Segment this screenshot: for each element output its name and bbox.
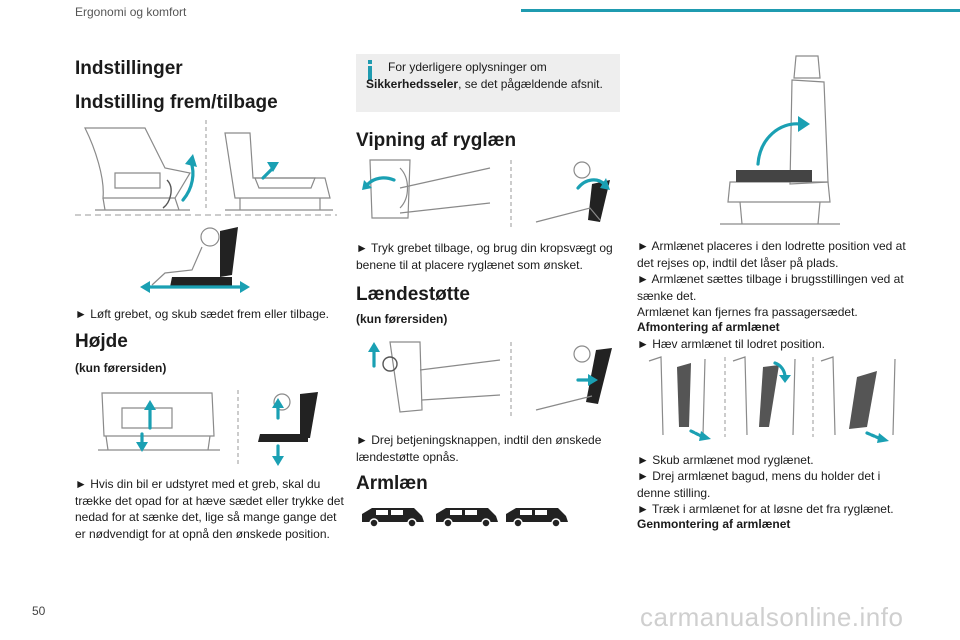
info-suffix: , se det pågældende afsnit. <box>458 76 603 91</box>
height-subheading: (kun førersiden) <box>75 361 167 375</box>
down-arrowhead <box>272 456 284 466</box>
body-outline <box>151 246 203 286</box>
head-icon <box>273 393 291 411</box>
vehicle-icon-1 <box>362 508 424 528</box>
seat-back <box>220 227 238 277</box>
info-box: For yderligere oplysninger om Sikkerheds… <box>356 54 620 112</box>
vehicle-icon-3 <box>506 508 568 528</box>
seat-base-outline <box>720 201 840 225</box>
seat-frame-lines <box>419 359 501 401</box>
lumbar-illustration <box>368 341 612 416</box>
vehicle-icon-2 <box>436 508 498 528</box>
info-link-term: Sikkerhedsseler <box>366 76 459 91</box>
page-number: 50 <box>32 604 46 618</box>
raise-armrest-arrowhead <box>798 116 810 132</box>
refit-heading: Genmontering af armlænet <box>637 517 791 531</box>
seat-frame-lines <box>399 167 491 214</box>
knob-turn-arrowhead <box>368 342 380 352</box>
armrest-lower-text: ► Armlænet sættes tilbage i brugsstillin… <box>637 272 904 303</box>
removal-step-panel-2 <box>732 356 796 436</box>
info-icon <box>368 60 372 80</box>
headrest-outline <box>793 55 821 79</box>
watermark: carmanualsonline.info <box>640 602 904 632</box>
section-title: Indstillinger <box>75 58 183 79</box>
up-arrowhead <box>272 398 284 408</box>
removal-heading: Afmontering af armlænet <box>637 320 780 334</box>
header-accent-bar <box>521 9 960 12</box>
removal-step-panel-1 <box>648 356 711 441</box>
recline-arrow <box>576 178 606 190</box>
seat-side-detail <box>369 159 411 219</box>
seat-side-detail <box>389 341 423 413</box>
armrest-shape <box>736 170 812 182</box>
raise-armrest-arrow <box>756 122 802 166</box>
seat-height-illustration <box>98 390 318 466</box>
lever-outline <box>162 179 172 209</box>
head-icon <box>573 345 591 363</box>
body-outline <box>535 395 593 411</box>
handle-arrowhead <box>267 162 279 172</box>
recline-illustration <box>362 159 610 230</box>
front-back-instruction: ► Løft grebet, og skub sædet frem eller … <box>75 307 329 321</box>
seat-cushion <box>170 277 232 287</box>
recline-arrowhead <box>600 178 610 190</box>
seat-fore-aft-illustration <box>75 120 337 216</box>
removal-step-4: ► Træk i armlænet for at løsne det fra r… <box>637 502 894 516</box>
lumbar-arrowhead <box>588 374 598 386</box>
section-header: Ergonomi og komfort <box>75 5 187 19</box>
lumbar-heading: Lændestøtte <box>356 284 470 305</box>
removal-step-1: ► Hæv armlænet til lodret position. <box>637 337 825 351</box>
lever-push-arrowhead <box>362 180 372 190</box>
raise-arrowhead <box>144 400 156 410</box>
seat-back-outline <box>789 79 829 185</box>
seat-back <box>300 392 318 438</box>
seat-side-view-left <box>84 127 191 211</box>
height-heading: Højde <box>75 331 128 352</box>
removal-step-3: ► Drej armlænet bagud, mens du holder de… <box>637 469 881 500</box>
armrest-removable-text: Armlænet kan fjernes fra passagersædet. <box>637 305 858 319</box>
arrowhead-left <box>140 281 150 293</box>
handle-arrow <box>261 166 275 180</box>
body-outline <box>535 207 601 223</box>
armrest-illustration <box>720 55 840 225</box>
front-back-heading: Indstilling frem/tilbage <box>75 92 278 113</box>
lift-arrowhead <box>185 154 197 167</box>
lumbar-subheading: (kun førersiden) <box>356 312 448 326</box>
lumbar-knob <box>382 356 398 372</box>
armrest-vertical-text: ► Armlænet placeres i den lodrette posit… <box>637 239 906 270</box>
seat-cushion <box>258 434 308 442</box>
arrowhead-right <box>240 281 250 293</box>
seat-side-view-right <box>224 132 333 211</box>
lumbar-instruction: ► Drej betjeningsknappen, indtil den øns… <box>356 433 602 464</box>
seat-cushion-outline <box>727 181 831 203</box>
recline-heading: Vipning af ryglæn <box>356 130 517 151</box>
seat-height-side-view <box>98 392 220 451</box>
info-text: For yderligere oplysninger om Sikkerheds… <box>366 59 606 92</box>
seat-back <box>586 348 612 404</box>
slide-seat-illustration <box>140 227 250 293</box>
armrest-removal-illustration <box>648 356 896 443</box>
removal-step-2: ► Skub armlænet mod ryglænet. <box>637 453 814 467</box>
height-instruction: ► Hvis din bil er udstyret med et greb, … <box>75 477 344 541</box>
info-prefix: For yderligere oplysninger om <box>388 60 547 74</box>
lift-arrow <box>181 160 195 202</box>
recline-instruction: ► Tryk grebet tilbage, og brug din krops… <box>356 241 613 272</box>
removal-step-panel-3 <box>820 356 896 443</box>
lever-push-arrow <box>366 176 396 186</box>
head-icon <box>573 161 591 179</box>
lower-arrowhead <box>136 442 148 452</box>
head-icon <box>200 227 220 247</box>
armrest-heading: Armlæn <box>356 473 428 494</box>
